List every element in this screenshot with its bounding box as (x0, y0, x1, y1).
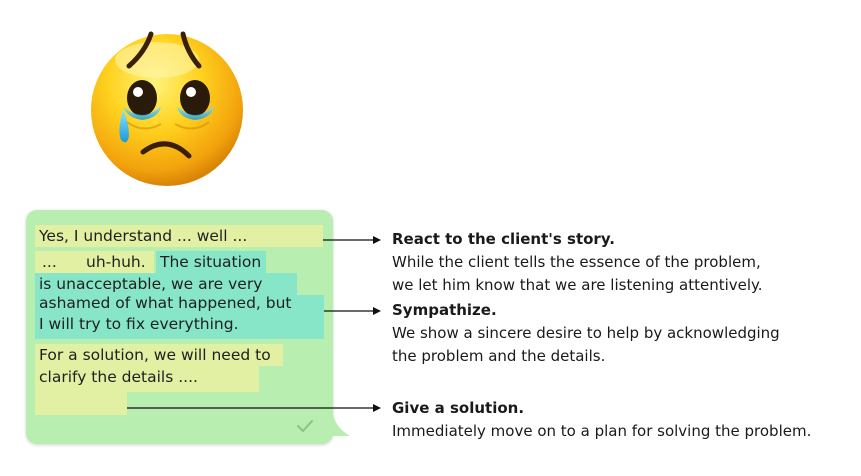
highlight-react (35, 251, 154, 273)
highlight-solution (35, 344, 283, 366)
chat-line: clarify the details .... (39, 368, 198, 386)
highlight-solution (35, 366, 259, 392)
arrow-icon (324, 307, 381, 315)
arrow-icon (323, 236, 381, 244)
step-description: Immediately move on to a plan for solvin… (392, 422, 812, 440)
highlight-sympathize (35, 295, 324, 317)
highlight-sympathize (35, 317, 324, 339)
crying-face-emoji (91, 31, 243, 186)
step-description: While the client tells the essence of th… (392, 253, 761, 271)
step-solution: Give a solution. Immediately move on to … (392, 397, 811, 443)
check-icon (297, 420, 313, 432)
step-title: React to the client's story. (392, 230, 615, 248)
step-description: we let him know that we are listening at… (392, 276, 763, 294)
highlight-sympathize (156, 251, 266, 273)
step-description: the problem and the details. (392, 347, 606, 365)
step-description: We show a sincere desire to help by ackn… (392, 324, 780, 342)
step-title: Give a solution. (392, 399, 525, 417)
step-title: Sympathize. (392, 301, 497, 319)
highlight-react (35, 225, 323, 247)
chat-line: Yes, I understand ... well ... (39, 227, 248, 245)
arrow-icon (127, 404, 381, 412)
chat-line: ashamed of what happened, but (39, 294, 292, 312)
chat-line: I will try to fix everything. (39, 315, 239, 333)
highlight-sympathize (35, 273, 297, 295)
step-sympathize: Sympathize. We show a sincere desire to … (392, 299, 780, 368)
chat-line: For a solution, we will need to (39, 346, 271, 364)
highlight-solution (35, 392, 127, 415)
chat-line: The situation (160, 253, 262, 271)
chat-line: uh-huh. (86, 253, 146, 271)
chat-line: ... (42, 253, 57, 271)
step-react: React to the client's story. While the c… (392, 228, 763, 297)
chat-line: is unacceptable, we are very (39, 275, 263, 293)
bubble-tail (330, 414, 350, 436)
